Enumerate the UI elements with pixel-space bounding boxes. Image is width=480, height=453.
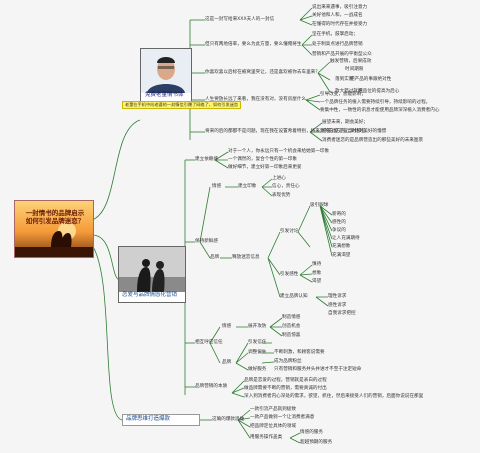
- b3-sub-2: 一款产品做到一个让消费者满意: [250, 415, 315, 420]
- b1-item-1[interactable]: 这是一封写给来XXX夫人的一封信: [205, 17, 275, 22]
- central-title: 一封情书的品牌启示 如何引发品牌迷恋？: [25, 209, 85, 225]
- b2-sub-shangjin: 上进心: [272, 176, 286, 181]
- b2-item-1[interactable]: 建立依赖感: [195, 157, 218, 162]
- b2-sub4-1: 品牌是恋爱的过程，营销就是表白的过程: [244, 378, 327, 383]
- b2-sub-ganxing: 感性的: [332, 220, 346, 225]
- b2-sub-lixing: 理性诉求: [328, 294, 347, 299]
- branch1-card[interactable]: 免费老董情书体: [140, 48, 192, 102]
- b2-item-3[interactable]: 相互呼应信任: [195, 340, 223, 345]
- b2-sub-ziwo: 自我诉求把控: [328, 311, 356, 316]
- b1-item-2-sub-3: 营销和产品开展的平衡型公众: [312, 52, 372, 57]
- b2-sub-yinfaganxing: 引发感性: [280, 272, 299, 277]
- b2-sub-ganxingsuqiu: 感性诉求: [328, 303, 347, 308]
- b1-item-4-sub-2: 一个品牌任务的植入需要持续引导，持续影响的过程。: [320, 100, 431, 105]
- b2-sub3-jingxi: 制造惊喜: [282, 333, 301, 338]
- b3-sub-6: 超越预期的服务: [300, 440, 333, 445]
- b2-sub-pinpai: 品牌: [210, 255, 220, 260]
- b2-sub-biaoxian: 表现优势: [272, 193, 291, 198]
- b2-sub3-ciji: 不断刺激，和顾客说需要: [274, 350, 325, 355]
- b1-item-4-sub-3: 要集中性，一致性的讯息才能使用品牌深深植入消费者内心: [320, 108, 440, 113]
- branch3-label: 品牌思维打造爆款: [126, 416, 171, 422]
- b1-item-3-sub-5: 把产品的事跟绝对性: [350, 77, 392, 82]
- branch1-tag: 老董在手机中向老婆的一封情信引爆了网络了，如何引发迷恋: [122, 101, 242, 109]
- b1-item-4-sub-1: 引导改变，想能影响；: [320, 92, 366, 97]
- b2-sub-xinqi: 新奇的: [332, 212, 346, 217]
- branch3-node[interactable]: 品牌思维打造爆款: [122, 414, 200, 426]
- branch1-label: 免费老董情书体: [145, 92, 184, 98]
- b2-sub-xiangxiang: 充满想象: [332, 244, 351, 249]
- b2-sub3-zhizao: 制造情感: [282, 315, 301, 320]
- b2-sub3-fuwu: 做好服务: [248, 367, 267, 372]
- b2-sub3-qinggan: 情感: [222, 324, 232, 329]
- b2-sub-shendai: 慎待: [312, 262, 322, 267]
- b2-sub-xinxin: 信心，责任心: [272, 184, 300, 189]
- b2-item-4[interactable]: 品牌营销的本质: [195, 384, 228, 389]
- b3-sub-5: 情感的服务: [300, 430, 323, 435]
- b1-item-1-sub-1: 说出来来遇事，吸引注意力: [312, 5, 368, 10]
- b2-sub-kewang2: 渴望: [312, 279, 322, 284]
- b2-sub-qinggan: 情感: [212, 184, 222, 189]
- b2-sub-qidai: 让人充满期待: [332, 236, 360, 241]
- b1-item-4[interactable]: 人生要放长远了来看，我在没有对，没有房屋什么: [205, 97, 307, 102]
- b1-item-2[interactable]: 但只有两地倍率，要么为此方量，要么懂俺将生: [205, 42, 302, 47]
- sunset-couple-image: [15, 222, 93, 257]
- b1-item-1-sub-3: 在懂得的时代存在并接受力: [312, 22, 368, 27]
- b3-sub-4: 用服务操作盖类: [250, 435, 283, 440]
- portrait-photo: [141, 49, 191, 93]
- b1-item-1-sub-2: 关好他和人和，一战成名: [312, 13, 363, 18]
- b2-item-1-sub-3: 做好细节，建立好第一印象后来更爱: [228, 165, 302, 170]
- b1-item-3-sub-2: 时间期限: [345, 67, 364, 72]
- b2-sub3-duanming: 只有营销和服务并头并进才不至于注定短命: [274, 367, 362, 372]
- b2-sub3-gongfang: 展开攻防: [248, 324, 267, 329]
- b2-sub-jianli: 建立印象: [238, 184, 257, 189]
- b2-sub-xiangxiang2: 想象: [312, 271, 322, 276]
- b1-item-2-sub-2: 处于制高点进行品牌营销: [312, 42, 363, 47]
- b1-item-3-sub-3: 落到实际: [335, 77, 354, 82]
- b2-sub-kewang: 充满渴望: [332, 253, 351, 258]
- b3-sub-1: 一款引流产品就到极致: [250, 407, 296, 412]
- b1-item-2-sub-1: 坚在手机，鼓掌启动；: [312, 32, 358, 37]
- branch2-card[interactable]: 恋爱与品牌情感化营销: [118, 246, 186, 303]
- b3-sub-3: 把品牌定位具体的领域: [250, 424, 296, 429]
- b1-item-3[interactable]: 你喜欢喜以后标在被窝里突让，还是喜欢被你去车里来？: [205, 70, 320, 75]
- b1-item-3-sub-1: 触发营销，后果成效: [330, 59, 372, 64]
- b1-item-5[interactable]: 将来的后的都都不是问题，现在我在设置希着特别，将来我的这里这些当时那些: [205, 129, 366, 134]
- b2-sub-zhengyi: 争议的: [332, 228, 346, 233]
- couple-photo: [119, 247, 185, 292]
- b1-item-3-sub-6: 把品位的提高为后心: [358, 89, 400, 94]
- b2-sub3-chuangzao: 创造机会: [282, 324, 301, 329]
- b2-sub-renzhi: 建立品牌认知: [280, 294, 308, 299]
- b2-item-2[interactable]: 保持新鲜感: [195, 239, 218, 244]
- b2-sub3-fensi: 成为品牌粉丝: [274, 359, 302, 364]
- b2-sub3-tiaozheng: 调整偏失: [248, 350, 267, 355]
- b2-item-1-sub-1: 对于一个人，你永远只有一个机会来给她第一印象: [228, 149, 330, 154]
- b3-item-1[interactable]: 这确的爆款思维: [212, 417, 245, 422]
- b2-sub4-2: 做品牌需要不断的营销，需要真诚的付出: [244, 386, 327, 391]
- b2-sub-xiyin: 吸引眼球: [310, 203, 329, 208]
- b1-item-5-sub-2: 把握对方内心深处对美好的憧憬: [322, 129, 387, 134]
- b2-sub4-3: 深入到消费者内心深处的需求，欲望，抓住，然后来接受人们的营销，后面你说说在那里: [244, 394, 424, 399]
- central-topic[interactable]: 一封情书的品牌启示 如何引发品牌迷恋？: [14, 200, 94, 258]
- b2-sub3-pinpai: 品牌: [222, 360, 232, 365]
- b2-sub-shifang: 释放迷恋信息: [232, 255, 260, 260]
- branch2-label: 恋爱与品牌情感化营销: [122, 292, 178, 298]
- b2-sub-yinfa: 引发讨论: [280, 229, 299, 234]
- b2-sub3-xinren: 引发信任: [248, 340, 267, 345]
- b1-item-5-sub-3: 消费者迷恋的是品牌营造出的那些美好的未来图景: [322, 138, 424, 143]
- b1-item-5-sub-1: 展望未来，期会美好；: [322, 120, 368, 125]
- b1-item-3-sub-4: 放大错过就后: [335, 89, 363, 94]
- b2-item-1-sub-2: 一个偶然的，复合个性的第一印象: [228, 157, 297, 162]
